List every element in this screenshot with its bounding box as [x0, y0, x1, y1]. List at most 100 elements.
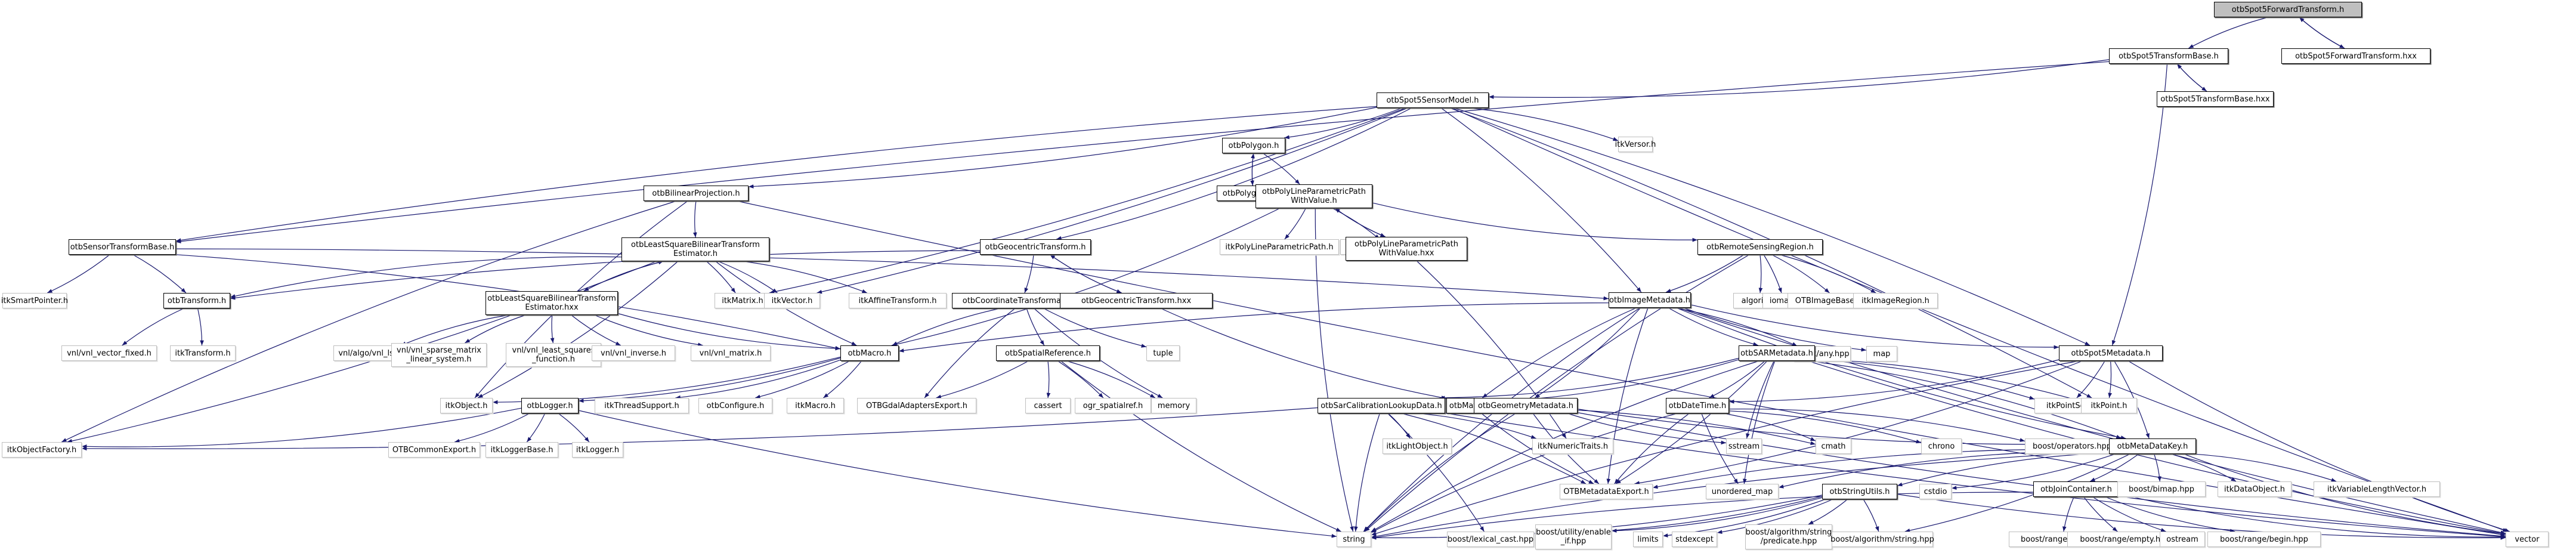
node-algstr[interactable]: boost/algorithm/string.hpp — [1830, 532, 1934, 547]
node-plpp[interactable]: otbPolyLineParametricPath WithValue.h — [1255, 184, 1372, 208]
node-itkmatrix[interactable]: itkMatrix.h — [715, 293, 771, 308]
node-string[interactable]: string — [1337, 532, 1371, 547]
node-datetime[interactable]: otbDateTime.h — [1666, 398, 1729, 413]
node-cmath[interactable]: cmath — [1816, 438, 1851, 454]
edge-s5fthxx-to-root — [2299, 17, 2345, 49]
node-itkobject[interactable]: itkObject.h — [440, 398, 493, 413]
node-otbconfig[interactable]: otbConfigure.h — [698, 398, 772, 413]
node-strpred[interactable]: boost/algorithm/string /predicate.hpp — [1745, 524, 1832, 549]
edge-plpp-to-itkmdo — [1332, 208, 1380, 240]
node-itkversor[interactable]: itkVersor.h — [1615, 137, 1656, 152]
node-sarmd[interactable]: otbSARMetadata.h — [1739, 345, 1815, 361]
node-vnllsf[interactable]: vnl/vnl_least_squares _function.h — [506, 343, 601, 367]
node-otblogger[interactable]: otbLogger.h — [521, 398, 579, 413]
node-otbmdexp[interactable]: OTBMetadataExport.h — [1560, 484, 1653, 499]
node-itksp[interactable]: itkSmartPointer.h — [1, 293, 68, 308]
node-mdkey[interactable]: otbMetaDataKey.h — [2109, 438, 2196, 454]
node-poly[interactable]: otbPolygon.h — [1222, 138, 1285, 153]
node-lexcast[interactable]: boost/lexical_cast.hpp — [1447, 532, 1534, 547]
node-ostream[interactable]: ostream — [2160, 532, 2205, 547]
node-itkpoint[interactable]: itkPoint.h — [2081, 398, 2137, 413]
node-stdexcept[interactable]: stdexcept — [1672, 532, 1717, 547]
node-geochxx[interactable]: otbGeocentricTransform.hxx — [1060, 293, 1213, 308]
node-boostbimap[interactable]: boost/bimap.hpp — [2117, 481, 2206, 497]
edge-imgmd-to-boostany — [1674, 307, 1798, 347]
edge-datetime-to-cmath — [1723, 413, 1816, 441]
node-s5tb[interactable]: otbSpot5TransformBase.h — [2109, 48, 2228, 64]
edge-sensortb-to-itksp — [47, 254, 110, 294]
node-rangebegin[interactable]: boost/range/begin.hpp — [2207, 532, 2321, 547]
node-imgmd[interactable]: otbImageMetadata.h — [1609, 292, 1691, 308]
node-itkmacro[interactable]: itkMacro.h — [787, 398, 844, 413]
node-otbtransform[interactable]: otbTransform.h — [163, 293, 230, 308]
node-geommd[interactable]: otbGeometryMetadata.h — [1474, 398, 1578, 413]
node-vnlmat[interactable]: vnl/vnl_matrix.h — [691, 345, 771, 361]
node-chrono[interactable]: chrono — [1921, 438, 1962, 454]
node-rsr[interactable]: otbRemoteSensingRegion.h — [1697, 239, 1823, 255]
edge-sarmd-to-itkpointset — [1814, 359, 2035, 400]
node-otbmacro[interactable]: otbMacro.h — [840, 345, 899, 361]
node-itkplpp[interactable]: itkPolyLineParametricPath.h — [1220, 239, 1339, 255]
node-map[interactable]: map — [1866, 346, 1897, 362]
node-vnlvecfix[interactable]: vnl/vnl_vector_fixed.h — [61, 345, 157, 361]
edge-s5md-to-string — [1371, 360, 2080, 536]
node-cassert[interactable]: cassert — [1025, 398, 1071, 413]
edge-otbmacro-to-itkthread — [675, 359, 841, 400]
node-vnlinv[interactable]: vnl/vnl_inverse.h — [592, 345, 675, 361]
node-s5fthxx[interactable]: otbSpot5ForwardTransform.hxx — [2281, 48, 2430, 64]
node-spref[interactable]: otbSpatialReference.h — [996, 345, 1100, 361]
node-s5sm[interactable]: otbSpot5SensorModel.h — [1377, 92, 1489, 108]
node-itktransform[interactable]: itkTransform.h — [170, 345, 236, 361]
node-itklogger[interactable]: itkLogger.h — [572, 442, 623, 458]
edge-otbmacro-to-otblogger — [578, 357, 841, 403]
node-bilin[interactable]: otbBilinearProjection.h — [644, 186, 749, 201]
node-gdalexp[interactable]: OTBGdalAdaptersExport.h — [857, 398, 976, 413]
node-plpphxx[interactable]: otbPolyLineParametricPath WithValue.hxx — [1346, 237, 1467, 261]
edge-bilin-to-itkobjfac — [61, 200, 676, 443]
node-sstream[interactable]: sstream — [1726, 438, 1762, 454]
node-enableif[interactable]: boost/utility/enable _if.hpp — [1535, 524, 1612, 549]
node-itkvlv[interactable]: itkVariableLengthVector.h — [2314, 481, 2440, 497]
node-itkaffine[interactable]: itkAffineTransform.h — [849, 293, 947, 308]
node-lsbtehxx[interactable]: otbLeastSquareBilinearTransform Estimato… — [485, 291, 618, 315]
node-joincont[interactable]: otbJoinContainer.h — [2033, 481, 2119, 497]
node-s5tbhxx[interactable]: otbSpot5TransformBase.hxx — [2157, 91, 2274, 107]
node-itknumtraits[interactable]: itkNumericTraits.h — [1532, 438, 1613, 454]
node-itkloggerbase[interactable]: itkLoggerBase.h — [485, 442, 558, 458]
edge-lsbtehxx-to-lsbte — [583, 260, 664, 292]
node-itkvector[interactable]: itkVector.h — [764, 293, 820, 308]
edge-strutils-to-stdexcept — [1717, 499, 1833, 534]
node-lsbte[interactable]: otbLeastSquareBilinearTransform Estimato… — [621, 237, 769, 261]
node-geoc[interactable]: otbGeocentricTransform.h — [980, 239, 1091, 255]
edge-mdkey-to-algstr — [1904, 453, 2130, 533]
node-sarcal[interactable]: otbSarCalibrationLookupData.h — [1318, 398, 1445, 413]
node-boostops[interactable]: boost/operators.hpp — [2025, 438, 2119, 454]
node-sensortb[interactable]: otbSensorTransformBase.h — [69, 239, 176, 255]
edge-sarcal-to-string — [1354, 413, 1380, 532]
node-itklightobj[interactable]: itkLightObject.h — [1383, 438, 1452, 454]
node-itkimgreg[interactable]: itkImageRegion.h — [1853, 293, 1938, 308]
node-strutils[interactable]: otbStringUtils.h — [1822, 484, 1897, 499]
node-itkobjfac[interactable]: itkObjectFactory.h — [2, 442, 82, 458]
node-otbcommon[interactable]: OTBCommonExport.h — [388, 442, 480, 458]
node-ogr[interactable]: ogr_spatialref.h — [1075, 398, 1151, 413]
edge-plpphxx-to-plpp — [1334, 208, 1386, 237]
node-memory[interactable]: memory — [1151, 398, 1196, 413]
node-limits[interactable]: limits — [1633, 532, 1663, 547]
node-s5md[interactable]: otbSpot5Metadata.h — [2059, 345, 2163, 361]
edge-s5sm-to-imgmd — [1440, 107, 1642, 293]
edge-rsr-to-itkimgreg — [1779, 254, 1876, 294]
edge-otblogger-to-itkloggerbase — [526, 413, 546, 443]
node-vnlsparse[interactable]: vnl/vnl_sparse_matrix _linear_system.h — [391, 343, 487, 367]
edge-lsbte-to-itkvector — [718, 261, 778, 294]
node-vector[interactable]: vector — [2506, 532, 2549, 547]
edge-mdkey-to-itkdataobj — [2170, 453, 2237, 482]
node-itkthread[interactable]: itkThreadSupport.h — [595, 398, 689, 413]
node-cstdio[interactable]: cstdio — [1919, 484, 1952, 499]
node-root[interactable]: otbSpot5ForwardTransform.h — [2214, 2, 2362, 17]
node-unordmap[interactable]: unordered_map — [1706, 484, 1779, 499]
node-itkdataobj[interactable]: itkDataObject.h — [2218, 481, 2292, 497]
edge-sarmd-to-sstream — [1746, 360, 1774, 439]
node-tuple[interactable]: tuple — [1146, 345, 1180, 361]
edge-joincont-to-rangeempty — [2083, 496, 2118, 532]
